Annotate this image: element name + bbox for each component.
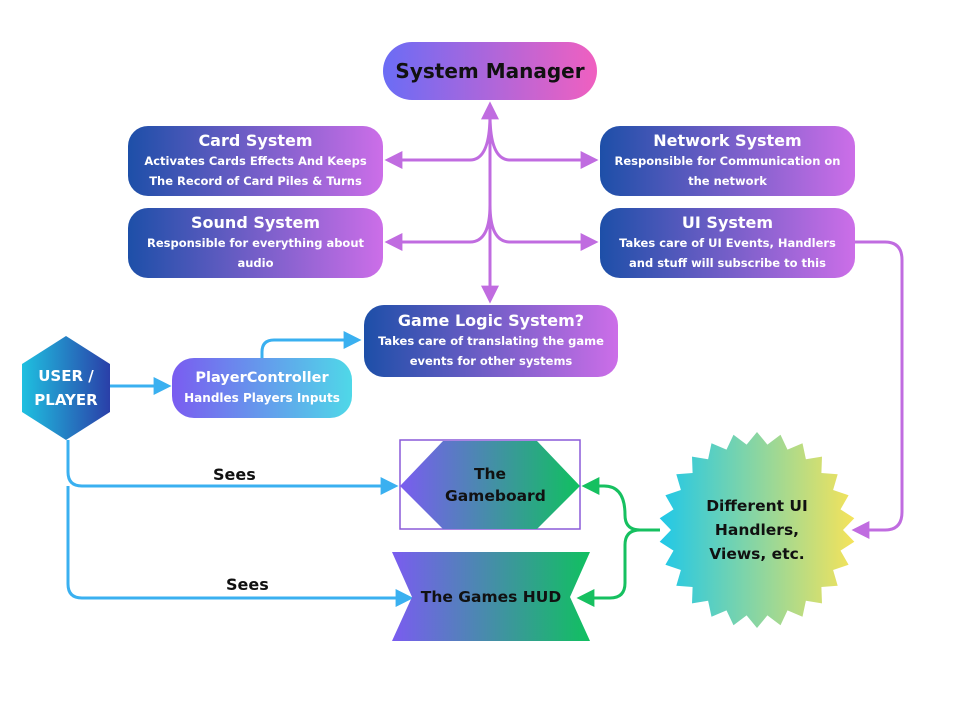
connector-manager-to-cardsystem — [384, 114, 492, 169]
games-hud-node[interactable]: The Games HUD — [392, 552, 590, 641]
player-controller-description: Handles Players Inputs — [184, 391, 340, 405]
player-controller-node[interactable]: PlayerController Handles Players Inputs — [172, 358, 352, 418]
system-manager-title: System Manager — [395, 59, 585, 83]
sound-system-node[interactable]: Sound System Responsible for everything … — [128, 208, 383, 278]
connector-uihandlers-to-gameboard — [581, 477, 660, 532]
user-player-shape — [22, 336, 110, 440]
ui-handlers-shape — [659, 432, 855, 628]
card-system-description: Activates Cards Effects And Keeps The Re… — [144, 154, 367, 188]
connector-uihandlers-to-hud — [576, 528, 660, 607]
ui-handlers-node[interactable]: Different UI Handlers, Views, etc. — [677, 450, 837, 610]
player-controller-title: PlayerController — [195, 370, 329, 386]
ui-system-shape — [600, 208, 855, 278]
network-system-title: Network System — [653, 131, 802, 150]
card-system-title: Card System — [198, 131, 313, 150]
network-system-node[interactable]: Network System Responsible for Communica… — [600, 126, 855, 196]
games-hud-shape — [392, 552, 590, 641]
game-logic-system-description: Takes care of translating the game event… — [378, 334, 604, 368]
sound-system-description: Responsible for everything about audio — [146, 236, 365, 270]
edge-label-sees-hud: Sees — [226, 575, 269, 594]
connector-manager-to-soundsystem — [384, 204, 492, 251]
gameboard-node[interactable]: The Gameboard — [400, 441, 580, 529]
sound-system-title: Sound System — [191, 213, 320, 232]
connector-user-to-hud — [66, 486, 414, 607]
connector-user-to-gameboard — [66, 440, 399, 495]
connector-playercontroller-to-gamelogic — [260, 331, 362, 358]
user-player-node[interactable]: USER / PLAYER — [22, 336, 110, 440]
user-player-title: USER / PLAYER — [34, 367, 98, 409]
system-manager-shape — [383, 42, 597, 100]
games-hud-title: The Games HUD — [420, 587, 562, 606]
ui-system-title: UI System — [681, 213, 774, 232]
system-manager-node[interactable]: System Manager — [383, 42, 597, 100]
card-system-node[interactable]: Card System Activates Cards Effects And … — [128, 126, 383, 196]
connector-manager-to-uisystem — [488, 204, 599, 251]
edge-label-sees-gameboard: Sees — [213, 465, 256, 484]
game-logic-system-node[interactable]: Game Logic System? Takes care of transla… — [364, 305, 618, 377]
network-system-description: Responsible for Communication on the net… — [614, 154, 841, 188]
connector-uisystem-to-uihandlers — [851, 240, 904, 539]
ui-system-description: Takes care of UI Events, Handlers and st… — [619, 236, 836, 270]
connector-manager-to-networksystem — [488, 114, 599, 169]
network-system-shape — [600, 126, 855, 196]
ui-system-node[interactable]: UI System Takes care of UI Events, Handl… — [600, 208, 855, 278]
game-logic-system-title: Game Logic System? — [397, 311, 585, 330]
gameboard-shape — [400, 441, 580, 529]
ui-handlers-title: Different UI Handlers, Views, etc. — [706, 497, 808, 563]
game-logic-system-shape — [364, 305, 618, 377]
player-controller-shape — [172, 358, 352, 418]
sound-system-shape — [128, 208, 383, 278]
gameboard-title: The Gameboard — [445, 465, 546, 505]
card-system-shape — [128, 126, 383, 196]
